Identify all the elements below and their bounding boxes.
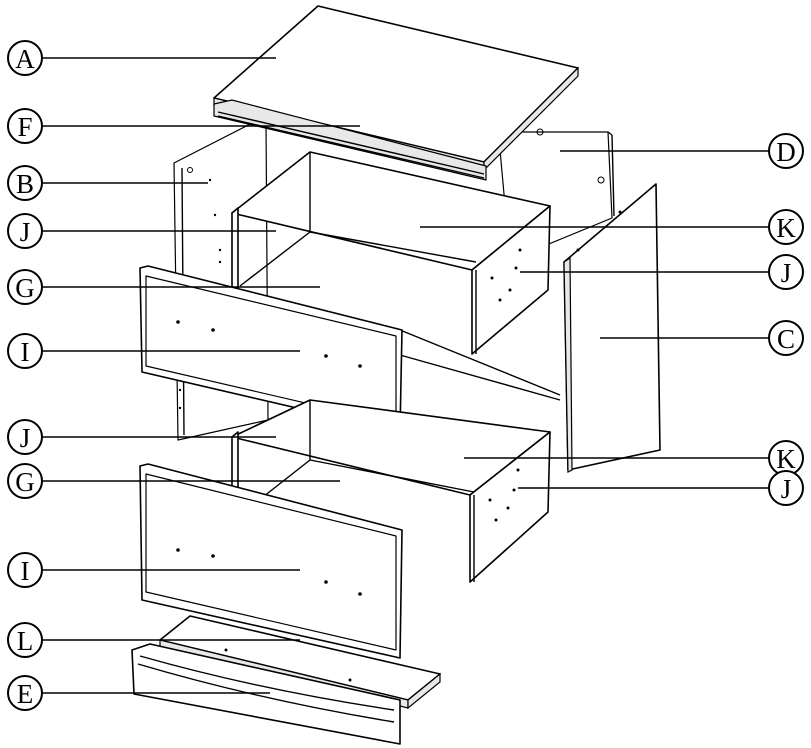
svg-text:J: J bbox=[781, 474, 792, 504]
label-i-upper: I bbox=[7, 333, 43, 369]
svg-text:C: C bbox=[777, 324, 795, 354]
label-j-upper-left: J bbox=[7, 213, 43, 249]
leader-lines bbox=[42, 57, 770, 694]
label-j-lower-left: J bbox=[7, 419, 43, 455]
svg-text:G: G bbox=[15, 467, 35, 497]
svg-text:I: I bbox=[21, 556, 30, 586]
svg-text:B: B bbox=[16, 169, 34, 199]
label-a: A bbox=[7, 40, 43, 76]
lower-drawer-front-i bbox=[139, 463, 403, 659]
label-k-upper: K bbox=[768, 209, 804, 245]
label-i-lower: I bbox=[7, 552, 43, 588]
label-f: F bbox=[7, 108, 43, 144]
svg-text:K: K bbox=[776, 444, 796, 474]
label-k-lower: K bbox=[768, 440, 804, 476]
svg-text:K: K bbox=[776, 213, 796, 243]
panel-c bbox=[563, 183, 661, 473]
upper-drawer-front-i bbox=[139, 265, 403, 433]
svg-text:D: D bbox=[776, 137, 796, 167]
label-d: D bbox=[768, 133, 804, 169]
svg-text:J: J bbox=[20, 423, 31, 453]
label-j-upper-right: J bbox=[768, 254, 804, 290]
svg-text:F: F bbox=[17, 112, 32, 142]
svg-text:L: L bbox=[17, 626, 34, 656]
label-c: C bbox=[768, 320, 804, 356]
svg-text:E: E bbox=[17, 679, 34, 709]
label-g-lower: G bbox=[7, 463, 43, 499]
label-g-upper: G bbox=[7, 269, 43, 305]
label-e: E bbox=[7, 675, 43, 711]
label-b: B bbox=[7, 165, 43, 201]
label-l: L bbox=[7, 622, 43, 658]
label-j-lower-right: J bbox=[768, 470, 804, 506]
svg-text:I: I bbox=[21, 337, 30, 367]
svg-text:J: J bbox=[20, 217, 31, 247]
svg-text:J: J bbox=[781, 258, 792, 288]
base-rail-e bbox=[131, 643, 401, 745]
svg-text:A: A bbox=[15, 44, 35, 74]
svg-text:G: G bbox=[15, 273, 35, 303]
